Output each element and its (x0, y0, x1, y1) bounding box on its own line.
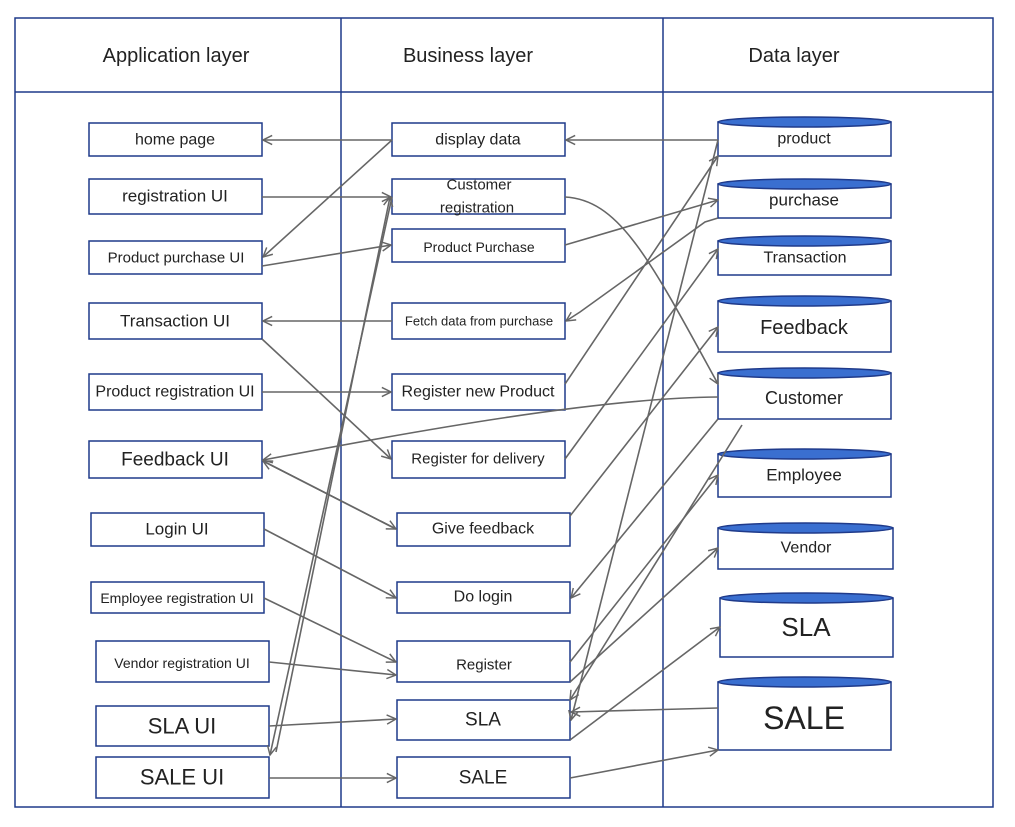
do-login-label: Do login (454, 589, 513, 606)
arrow-sla-to-sla-data (569, 627, 720, 741)
employee-registration-ui-label: Employee registration UI (100, 590, 253, 606)
sale-label: SALE (459, 768, 508, 789)
vendor-label: Vendor (781, 540, 832, 557)
sale-cylinder (717, 676, 892, 751)
feedback-cylinder (717, 295, 892, 353)
arrow-customer-to-feedback-ui (263, 396, 719, 460)
register-label: Register (456, 657, 512, 674)
arrow-product-purchase-to-purchase (564, 200, 718, 246)
customer-registration-box (391, 178, 566, 215)
transaction-ui-label: Transaction UI (120, 312, 230, 331)
transaction-cylinder (717, 235, 892, 276)
customer-cylinder (717, 367, 892, 420)
register-for-delivery-label: Register for delivery (411, 451, 545, 468)
purchase-cylinder (717, 178, 892, 219)
product-cylinder (717, 116, 892, 157)
employee-cylinder (717, 448, 892, 498)
arrow-sale-to-sale-data (569, 750, 718, 779)
employee-registration-ui-box (90, 581, 265, 614)
arrow-register-for-delivery-to-transaction (564, 249, 718, 460)
business-nodes (391, 122, 571, 799)
arrow-register-to-employee (569, 475, 718, 663)
arrow-customer-to-sla (570, 424, 743, 700)
product-purchase-label: Product Purchase (423, 239, 534, 255)
sale-ui-box (95, 756, 270, 799)
registration-ui-label: registration UI (122, 187, 228, 206)
product-registration-ui-label: Product registration UI (95, 384, 254, 401)
vendor-registration-ui-box (95, 640, 270, 683)
vendor-cylinder (717, 522, 894, 570)
sale-ui-label: SALE UI (140, 765, 224, 790)
feedback-ui-label: Feedback UI (121, 450, 229, 471)
login-ui-box (90, 512, 265, 547)
data-nodes (717, 116, 894, 751)
arrow-product-to-sla (571, 139, 719, 720)
give-feedback-label: Give feedback (432, 521, 535, 538)
arrow-employee-registration-ui-to-register (263, 597, 396, 662)
product-purchase-box (391, 228, 566, 263)
registration-ui-box (88, 178, 263, 215)
display-data-label: display data (435, 132, 520, 149)
product-label: product (777, 131, 831, 148)
customer-label: Customer (765, 388, 843, 408)
register-new-product-label: Register new Product (402, 384, 556, 401)
arrow-login-ui-to-do-login (263, 528, 396, 598)
product-registration-ui-box (88, 373, 263, 411)
application-nodes (88, 122, 270, 799)
swimlane-frame (14, 17, 994, 808)
register-box (396, 640, 571, 683)
employee-label: Employee (766, 466, 842, 485)
home-page-label: home page (135, 132, 215, 149)
register-new-product-box (391, 373, 566, 411)
login-ui-label: Login UI (145, 520, 208, 539)
give-feedback-box (396, 512, 571, 547)
arrow-sale-data-to-sla (571, 708, 719, 712)
arrow-give-feedback-to-feedback (569, 327, 718, 517)
arrow-purchase-to-fetch-data (566, 217, 719, 321)
arrow-register-new-product-to-product (564, 156, 718, 385)
register-for-delivery-box (391, 440, 566, 479)
sla-ui-label: SLA UI (148, 714, 216, 739)
purchase-label: purchase (769, 191, 839, 210)
sla-data-label: SLA (781, 612, 831, 642)
data-labels: product purchase Transaction Feedback Cu… (760, 131, 849, 737)
sla-box (396, 699, 571, 741)
fetch-data-from-purchase-label: Fetch data from purchase (405, 314, 553, 329)
arrow-transaction-ui-to-register-for-delivery (261, 338, 391, 459)
business-layer-title: Business layer (403, 45, 533, 67)
sla-cylinder (719, 592, 894, 658)
arrow-display-data-to-product-purchase-ui (263, 139, 393, 257)
arrow-sla-ui-to-sla (268, 719, 396, 727)
transaction-label: Transaction (764, 250, 847, 267)
application-layer-title: Application layer (103, 45, 250, 67)
arrow-customer-registration-to-customer (564, 196, 718, 384)
arrow-customer-to-do-login (571, 418, 719, 598)
connectors (261, 139, 743, 779)
sale-data-label: SALE (763, 700, 845, 736)
customer-registration-label-line2: registration (440, 200, 514, 217)
vendor-registration-ui-label: Vendor registration UI (114, 655, 249, 671)
fetch-data-from-purchase-box (391, 302, 566, 340)
transaction-ui-box (88, 302, 263, 340)
feedback-ui-box (88, 440, 263, 479)
sla-label: SLA (465, 710, 501, 731)
product-purchase-ui-label: Product purchase UI (108, 250, 245, 267)
do-login-box (396, 581, 571, 614)
sale-box (396, 756, 571, 799)
business-labels: display data Customer registration Produ… (402, 132, 556, 789)
feedback-label: Feedback (760, 317, 849, 339)
arrow-sla-ui-to-customer-registration (275, 197, 390, 753)
customer-registration-label-line1: Customer (446, 177, 511, 194)
data-layer-title: Data layer (748, 45, 839, 67)
display-data-box (391, 122, 566, 157)
arrow-customer-registration-to-sla-ui (270, 196, 393, 755)
arrow-product-purchase-ui-to-product-purchase (261, 245, 391, 267)
home-page-box (88, 122, 263, 157)
application-labels: home page registration UI Product purcha… (95, 132, 254, 790)
